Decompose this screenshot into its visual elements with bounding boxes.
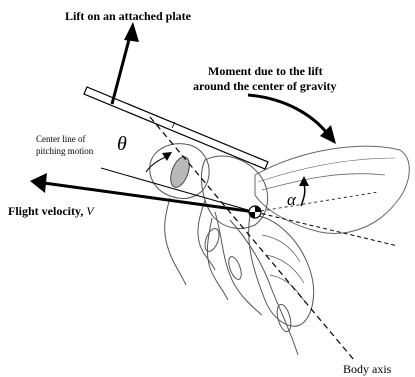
flight-velocity-label: Flight velocity, V [8,204,95,218]
alpha-symbol: α [287,190,297,209]
alpha-arc [301,184,305,206]
wing-upper-line [255,192,378,212]
lift-arrow-head [124,22,139,42]
theta-arc-head [162,152,172,161]
attached-plate [84,87,268,169]
body-axis-label: Body axis [343,362,392,376]
moment-label-line2: around the center of gravity [193,79,337,93]
center-line-label-1: Center line of [36,134,85,144]
lift-arrow [112,32,131,104]
lift-plate-label: Lift on an attached plate [65,9,192,23]
theta-symbol: θ [117,133,127,155]
compound-eye [167,154,193,190]
moment-arrow [248,95,326,132]
body-axis-line [150,117,354,360]
wing-reference-line [255,212,398,246]
center-of-gravity-marker [249,206,261,218]
moment-label-line1: Moment due to the lift [208,64,323,78]
center-line-label-2: pitching motion [36,146,94,156]
insect-wing [255,146,409,233]
flight-velocity-arrow-head [30,173,47,193]
